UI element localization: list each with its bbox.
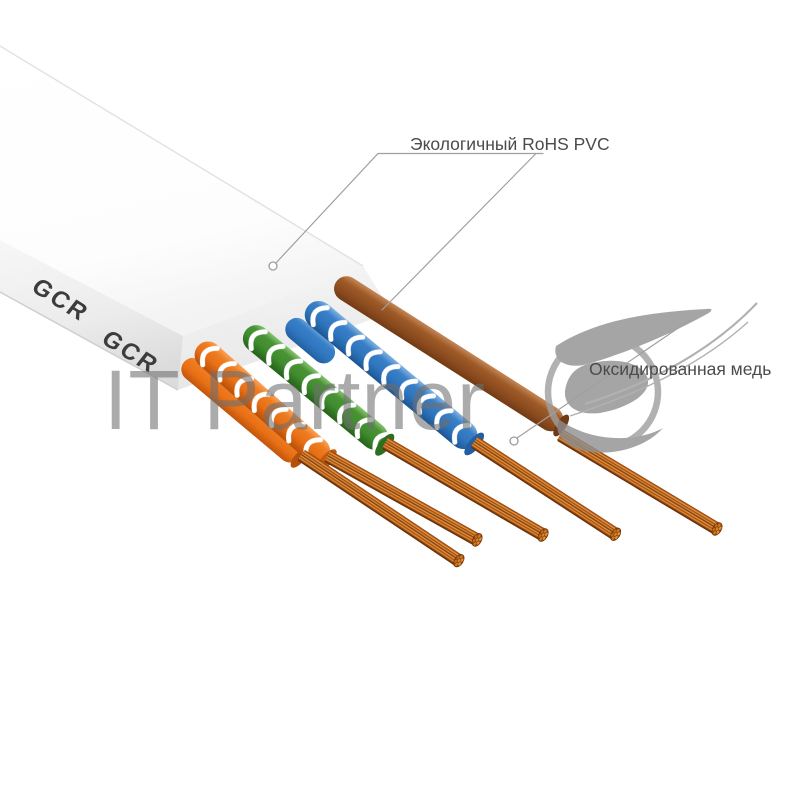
copper-strands [298,430,725,570]
jacket-bottom-edge [0,291,179,391]
jacket-leader-line [274,152,544,265]
logo-swoosh-lower [557,420,663,453]
copper-bundle-1 [298,450,467,570]
logo-swoosh-body [564,360,649,414]
copper-annotation-label: Оксидированная медь [589,359,771,379]
callout-jacket: Экологичный RoHS PVC [268,134,610,311]
jacket-marker-dot [268,261,278,271]
copper-bundle-3 [382,438,551,544]
jacket-side-face [0,240,183,390]
callouts: Экологичный RoHS PVC Оксидированная медь [268,134,771,446]
jacket-top-edge [0,45,364,267]
copper-bundle-4 [471,437,624,543]
watermark-text: IT Partner [104,353,486,447]
copper-marker-dot [509,436,519,446]
copper-leader-line [516,319,691,439]
copper-bundle-5 [557,430,725,538]
jacket-leader-branch [381,152,537,311]
logo-tail-1 [584,302,758,406]
jacket-annotation-label: Экологичный RoHS PVC [410,134,610,154]
logo-tail-2 [569,321,749,417]
logo-swoosh-wing [555,308,712,366]
wire-blue-solid [285,317,336,364]
it-partner-logo [544,302,758,453]
copper-bundle-2 [324,451,485,549]
callout-copper: Оксидированная медь [509,319,771,446]
watermark: IT Partner [104,302,758,453]
